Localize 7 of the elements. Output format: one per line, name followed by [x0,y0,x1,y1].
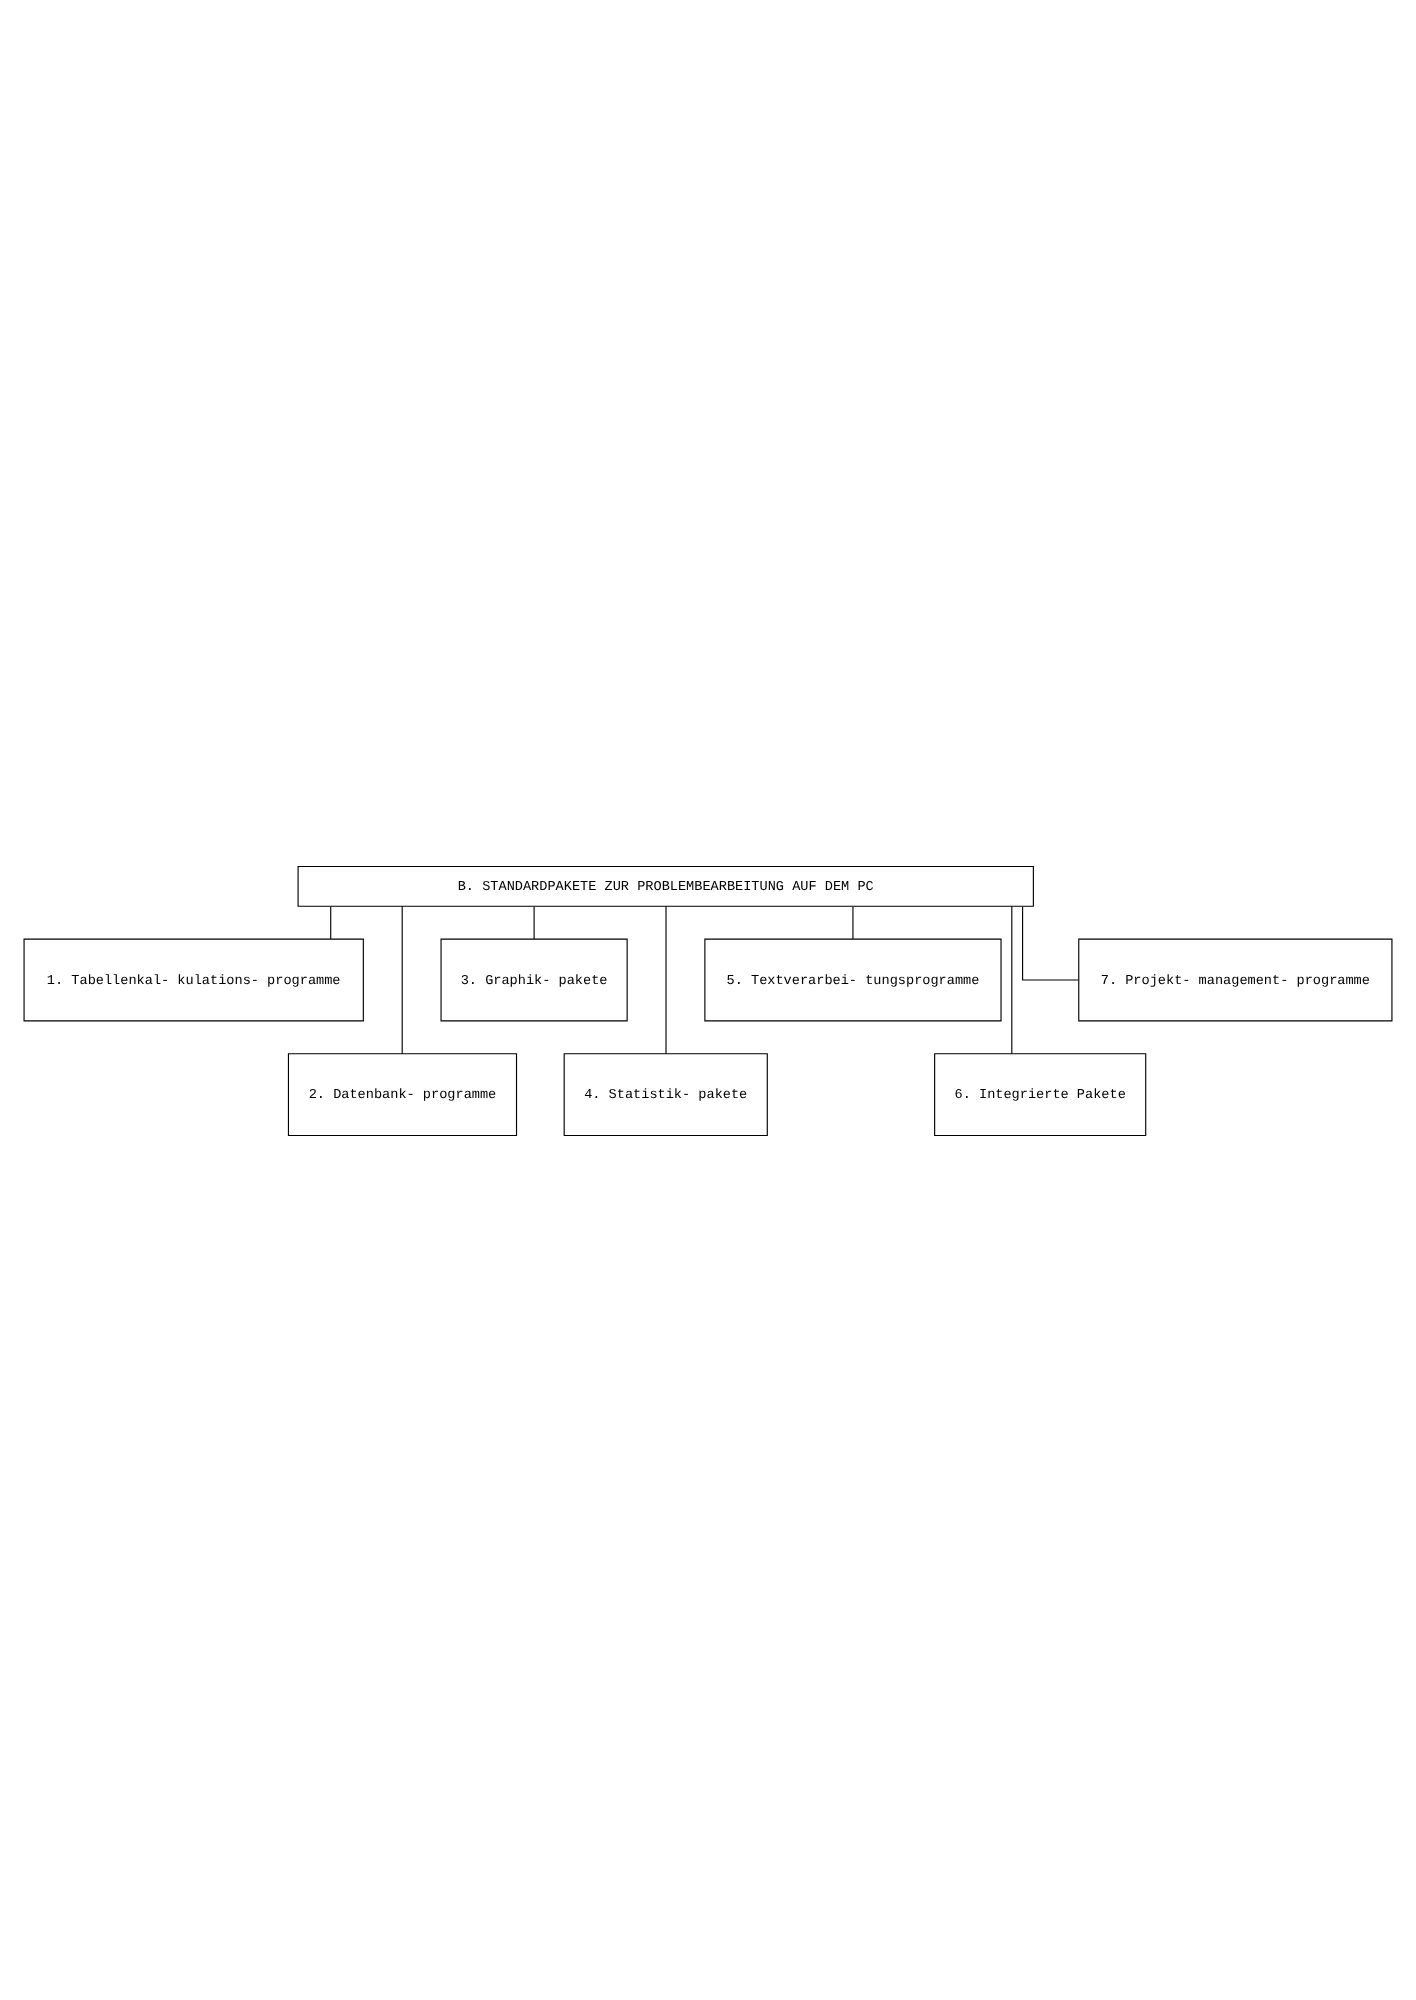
connector [401,904,403,1054]
connector [533,905,535,939]
connector [852,905,854,939]
connector [665,904,667,1054]
connector [1022,905,1080,980]
connector [1011,904,1013,1054]
connector [330,905,332,939]
